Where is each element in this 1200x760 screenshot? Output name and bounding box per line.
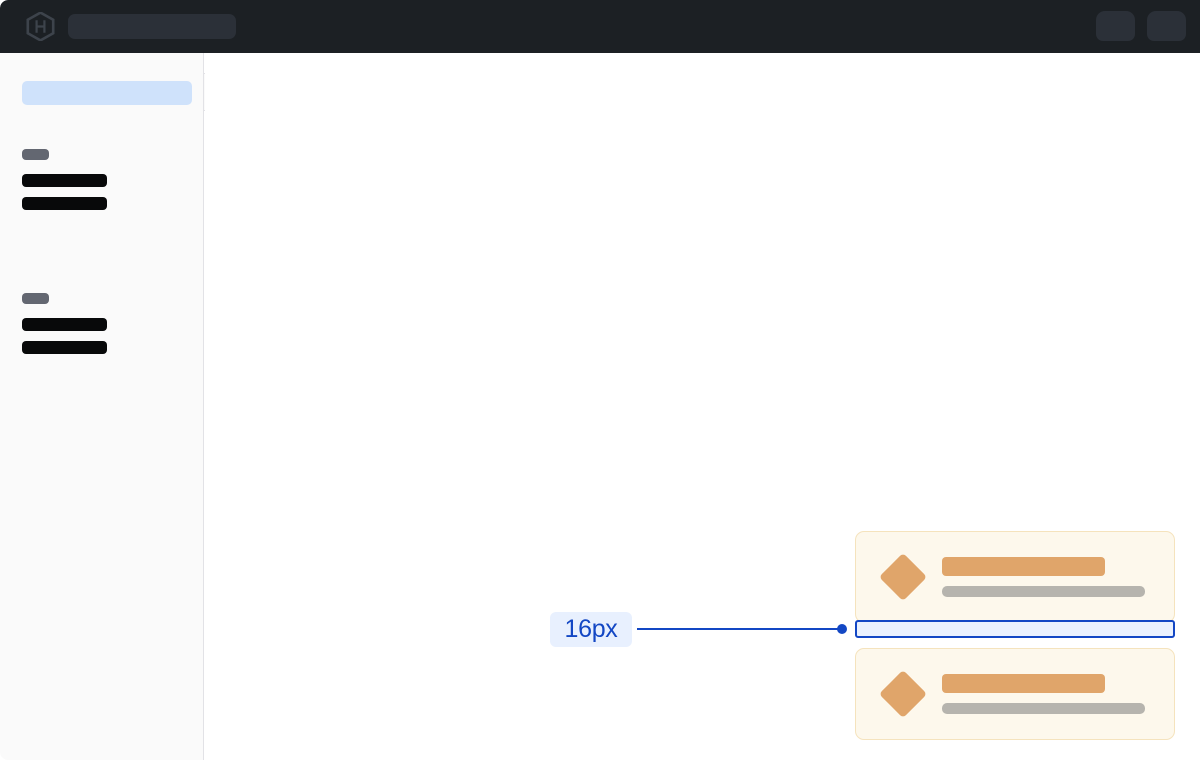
top-bar <box>0 0 1200 53</box>
global-search-input[interactable] <box>68 14 236 39</box>
spacing-leader-dot <box>837 624 847 634</box>
sidebar-group-2 <box>22 293 107 364</box>
sidebar-item-1[interactable] <box>22 174 107 187</box>
sidebar-group-1 <box>22 149 107 220</box>
spacing-measurement-band <box>855 620 1175 638</box>
alert-subtitle <box>942 586 1145 597</box>
alert-title <box>942 557 1105 576</box>
spacing-value-badge: 16px <box>550 612 632 647</box>
user-avatar-icon[interactable] <box>1147 11 1186 41</box>
alert-card[interactable] <box>855 648 1175 740</box>
notification-bell-icon[interactable] <box>1096 11 1135 41</box>
diamond-warning-icon <box>878 552 928 602</box>
sidebar-group-label <box>22 149 49 160</box>
alert-subtitle <box>942 703 1145 714</box>
spacing-leader-line <box>637 628 841 630</box>
sidebar-search-input[interactable] <box>22 81 192 105</box>
alert-title <box>942 674 1105 693</box>
sidebar-item-3[interactable] <box>22 318 107 331</box>
hexagon-h-logo-icon[interactable] <box>26 12 55 41</box>
alert-card[interactable] <box>855 531 1175 623</box>
top-bar-actions <box>1096 11 1186 41</box>
main-content <box>205 53 1200 760</box>
sidebar-group-label <box>22 293 49 304</box>
sidebar-item-2[interactable] <box>22 197 107 210</box>
sidebar <box>0 53 204 760</box>
alert-text-block <box>942 674 1152 714</box>
sidebar-item-4[interactable] <box>22 341 107 354</box>
diamond-warning-icon <box>878 669 928 719</box>
alert-text-block <box>942 557 1152 597</box>
